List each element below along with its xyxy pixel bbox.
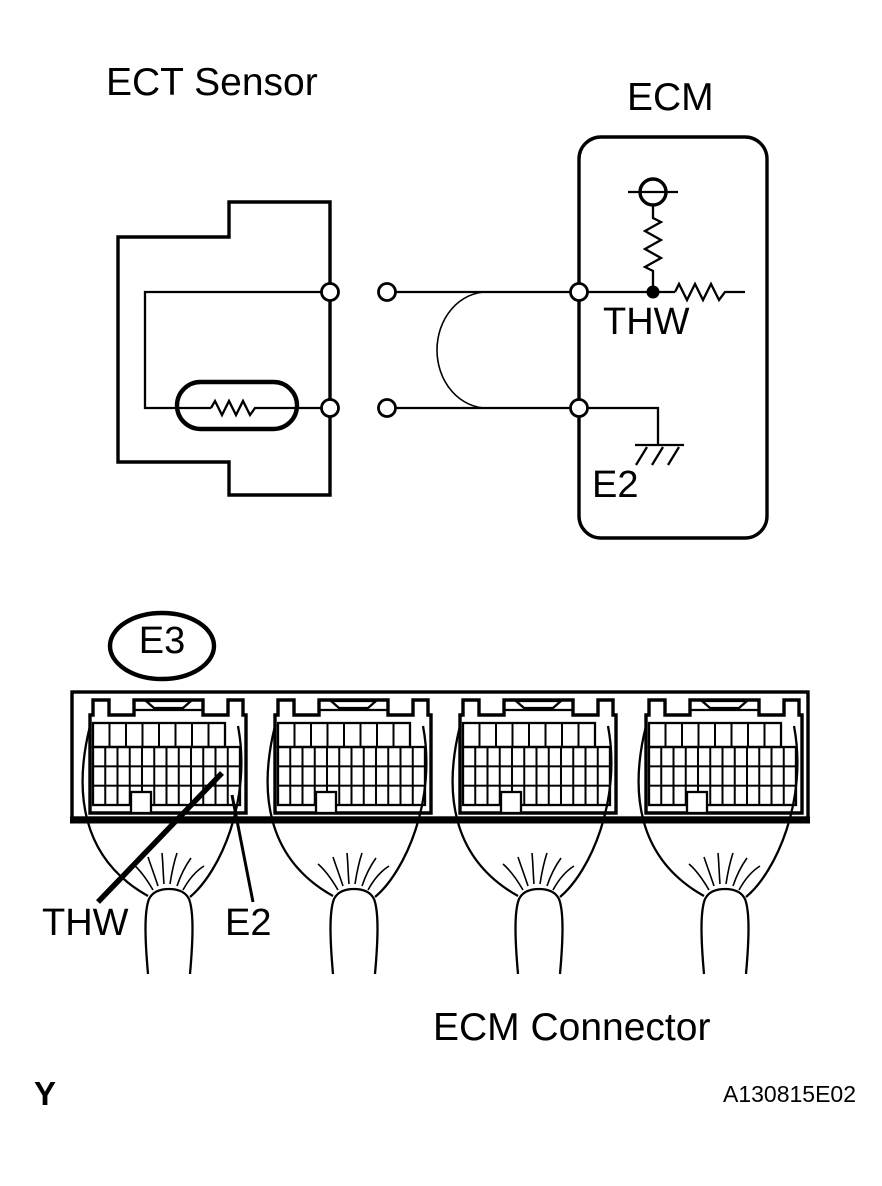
ecm-pin-thw — [569, 282, 589, 302]
connector-block-3 — [458, 698, 618, 815]
junction-dot — [646, 285, 660, 299]
ecm-schematic — [569, 135, 769, 540]
harness-pin-1 — [377, 282, 397, 302]
figure-code: A130815E02 — [723, 1081, 857, 1107]
ecm-pin-e2 — [569, 398, 589, 418]
e3-connector-badge — [107, 610, 217, 682]
page-mark: Y — [34, 1075, 57, 1112]
e3-badge-label: E3 — [138, 620, 186, 662]
ect-sensor-label: ECT Sensor — [106, 61, 318, 104]
ecm-connector-drawing — [70, 690, 810, 976]
sensor-outline — [116, 200, 332, 497]
ecm-connector-caption: ECM Connector — [433, 1006, 711, 1049]
thw-pin-label: THW — [603, 301, 690, 343]
e2-pin-label: E2 — [592, 464, 639, 506]
twisted-pair-arc — [436, 291, 488, 409]
ecm-label: ECM — [627, 76, 714, 119]
e2-internal-wire — [579, 406, 660, 445]
thermistor-zigzag — [210, 398, 330, 418]
connector-thw-label: THW — [42, 902, 129, 944]
thermistor-body — [174, 379, 300, 432]
pullup-resistor-icon — [642, 205, 664, 287]
thw-pointer-line — [96, 771, 224, 904]
sensor-internal-wire — [143, 290, 330, 410]
ect-sensor-schematic — [116, 200, 340, 497]
sensor-pin-1 — [320, 282, 340, 302]
e2-pointer-line — [230, 794, 255, 903]
connector-block-1 — [88, 698, 248, 815]
connector-e2-label: E2 — [225, 902, 272, 944]
ground-icon — [635, 443, 684, 466]
connector-block-2 — [273, 698, 433, 815]
connector-block-4 — [644, 698, 804, 815]
series-resistor-icon — [673, 281, 745, 303]
harness-pin-2 — [377, 398, 397, 418]
wiring-harness-schematic — [377, 282, 579, 418]
ecm-box — [577, 135, 769, 540]
sensor-pin-2 — [320, 398, 340, 418]
